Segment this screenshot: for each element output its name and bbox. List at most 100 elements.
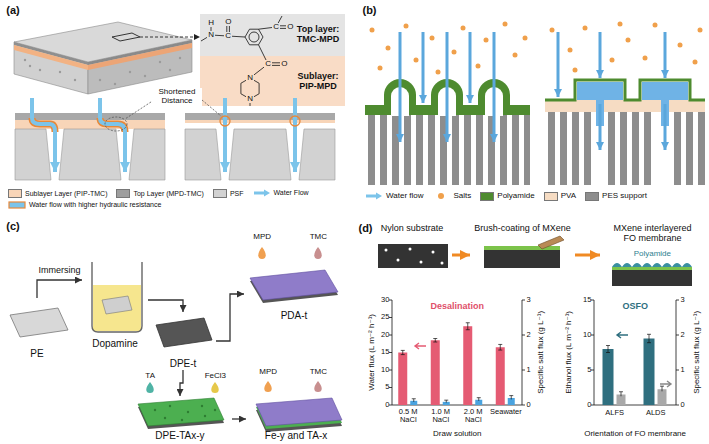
membrane-slab xyxy=(169,69,171,71)
cross-section-right xyxy=(290,116,300,126)
dome-membrane-schematic xyxy=(400,32,494,142)
ta-fe-sheet xyxy=(164,417,166,419)
dome-membrane-schematic xyxy=(404,24,409,29)
reagent-label: FeCl3 xyxy=(204,372,226,381)
node-label: DPE-t xyxy=(170,358,197,370)
chart-title: OSFO xyxy=(622,302,648,312)
bar-chart xyxy=(389,300,525,405)
dome-membrane-schematic xyxy=(404,115,411,185)
dome-membrane-schematic xyxy=(484,38,489,43)
bar-chart xyxy=(389,317,392,318)
node-label: Dopamine xyxy=(92,338,138,350)
tick-label: 1 xyxy=(526,366,531,374)
tick-label: 3 xyxy=(680,296,685,304)
bar-chart xyxy=(591,370,594,371)
dpe-sheet xyxy=(156,318,212,347)
dome-membrane-schematic xyxy=(380,115,387,185)
tick-label: 0 xyxy=(385,401,390,409)
bar-chart xyxy=(591,405,594,406)
legend-sample xyxy=(8,201,26,209)
atom-label: C xyxy=(224,32,232,41)
legend-entry: PSF xyxy=(213,189,244,198)
chemical-structure-panel xyxy=(245,29,263,45)
chemical-structure-panel xyxy=(249,32,259,42)
pva-interlayer-schematic xyxy=(620,112,627,185)
bar-chart xyxy=(522,300,525,301)
cross-section-right xyxy=(223,98,227,172)
legend-text: PSF xyxy=(230,190,244,198)
cross-section-right xyxy=(185,113,335,120)
bar-chart xyxy=(477,398,481,401)
reagent-label: TMC xyxy=(309,233,327,242)
tick-label: 20 xyxy=(381,331,390,339)
pva-interlayer-schematic xyxy=(583,26,588,31)
cross-section-right xyxy=(185,120,335,123)
dome-membrane-schematic xyxy=(368,115,375,185)
pva-interlayer-schematic xyxy=(545,100,705,112)
bar-chart xyxy=(606,346,610,353)
callout-label: Shortened Distance xyxy=(152,88,202,106)
cross-section-right xyxy=(225,98,295,172)
bar-chart xyxy=(647,334,651,342)
mxene-coating xyxy=(484,236,564,268)
flow-arrow xyxy=(452,254,470,257)
bar-chart xyxy=(496,347,505,405)
stage-node: PDA-t xyxy=(244,266,344,322)
category-label: ALDS xyxy=(646,409,666,417)
edge-label: Immersing xyxy=(37,266,81,276)
membrane-slab xyxy=(99,79,101,81)
dome-membrane-schematic xyxy=(392,115,399,185)
pva-interlayer-schematic xyxy=(560,112,567,185)
bar-chart xyxy=(444,400,448,402)
legend-text: Top Layer (MPD-TMC) xyxy=(133,190,203,198)
bar-chart xyxy=(389,405,392,406)
legend-text: PVA xyxy=(561,192,576,201)
pva-interlayer-schematic xyxy=(572,112,579,185)
membrane-slab xyxy=(59,71,61,73)
flow-arrow xyxy=(148,300,183,312)
legend-sample xyxy=(433,192,451,200)
legend-entry: Water flow xyxy=(365,192,424,201)
tick-label: 15 xyxy=(381,348,390,356)
category-label: ALFS xyxy=(605,409,624,417)
dome-membrane-schematic xyxy=(416,115,423,185)
dome-membrane-schematic xyxy=(446,32,449,142)
dome-membrane-schematic xyxy=(452,50,457,55)
legend-sample xyxy=(253,189,271,197)
stage-node: Dopamine xyxy=(82,250,148,350)
tick-label: 5 xyxy=(385,383,390,391)
pva-interlayer-schematic xyxy=(642,82,688,100)
dome-membrane-schematic xyxy=(386,46,391,51)
monomer-droplets xyxy=(258,247,266,259)
node-label: Nylon substrate xyxy=(381,223,444,233)
axis-title: Specific salt flux (g L⁻¹) xyxy=(537,310,546,393)
node-label: PDA-t xyxy=(281,310,308,322)
stage-node: Brush-coating of MXene xyxy=(470,222,575,288)
ta-fe-sheet xyxy=(214,409,216,411)
monomer-droplets xyxy=(146,247,322,393)
pva-interlayer-schematic xyxy=(626,38,631,43)
monomer-droplets xyxy=(314,381,322,392)
nylon-substrate xyxy=(420,261,423,264)
chemical-structure-panel xyxy=(200,14,345,56)
axis-title: Draw solution xyxy=(433,430,482,439)
tick-label: 2 xyxy=(526,331,531,339)
dome-membrane-schematic xyxy=(365,22,530,186)
cross-section-right xyxy=(299,129,335,180)
pva-interlayer-schematic xyxy=(550,22,703,73)
tick-label: 0 xyxy=(526,401,531,409)
legend-swatch xyxy=(213,189,227,198)
layer-label: Sublayer: PIP-MPD xyxy=(290,72,346,92)
atom-label: N xyxy=(246,74,254,83)
axis-title: Orientation of FO membrane xyxy=(584,430,686,439)
legend-swatch xyxy=(544,192,558,201)
bar-chart xyxy=(389,300,392,301)
bar-chart xyxy=(509,396,513,400)
membrane-slab xyxy=(159,61,161,63)
ta-fe-sheet xyxy=(201,405,203,407)
membrane-slab xyxy=(144,75,146,77)
mxene-coating xyxy=(538,236,564,249)
panel-letter: (d) xyxy=(358,222,373,234)
bar-chart xyxy=(591,335,594,336)
magnifier-callout xyxy=(194,34,200,40)
